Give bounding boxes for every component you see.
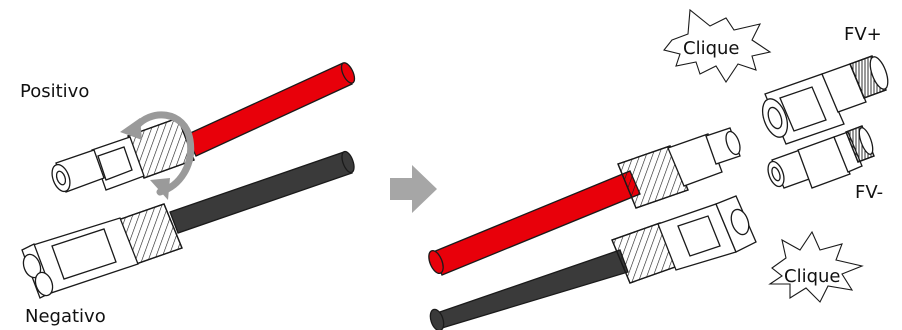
starburst-icon: Clique xyxy=(664,10,770,82)
positive-connector-assembled xyxy=(618,128,743,208)
pv-plus-label: FV+ xyxy=(844,24,882,45)
negative-label: Negativo xyxy=(25,306,106,327)
negative-connector-assembled xyxy=(612,196,756,283)
positive-label: Positivo xyxy=(20,81,89,102)
click-label-bottom: Clique xyxy=(784,266,840,287)
starburst-icon: Clique xyxy=(770,232,862,302)
negative-cable-left xyxy=(170,150,356,233)
negative-connector-left xyxy=(20,204,182,298)
positive-cable-left xyxy=(186,61,357,156)
pv-minus-label: FV- xyxy=(855,182,883,203)
right-arrow-icon xyxy=(390,165,437,213)
pv-plus-connector xyxy=(758,55,892,144)
click-label-top: Clique xyxy=(683,38,739,59)
